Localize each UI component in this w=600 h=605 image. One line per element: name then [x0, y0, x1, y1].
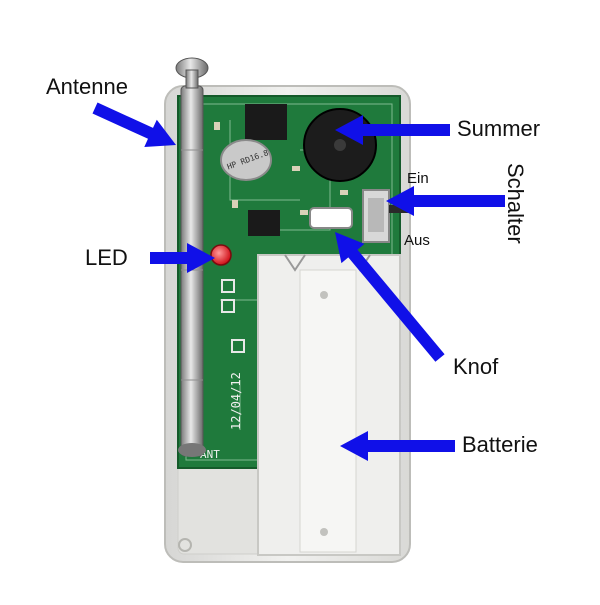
- battery-compartment: [257, 254, 401, 556]
- label-batterie: Batterie: [462, 432, 538, 457]
- buzzer: [303, 108, 377, 182]
- label-led: LED: [85, 245, 128, 270]
- label-aus: Aus: [404, 232, 430, 249]
- label-antenne: Antenne: [46, 74, 128, 99]
- arrow-led: [150, 243, 215, 273]
- telescopic-antenna: [175, 57, 209, 457]
- arrow-schalter: [386, 186, 505, 216]
- label-knof: Knof: [453, 354, 499, 379]
- arrow-knof: [335, 232, 445, 362]
- label-ein: Ein: [407, 170, 429, 187]
- slide-switch: [362, 189, 411, 243]
- led-light: [210, 244, 232, 266]
- arrow-antenne: [92, 102, 176, 147]
- callout-arrows: [92, 102, 505, 461]
- arrow-batterie: [340, 431, 455, 461]
- label-schalter: Schalter: [503, 163, 528, 244]
- board-date-label: 12/04/12: [229, 372, 243, 430]
- label-summer: Summer: [457, 116, 541, 141]
- push-button: [309, 207, 353, 229]
- arrow-summer: [335, 115, 450, 145]
